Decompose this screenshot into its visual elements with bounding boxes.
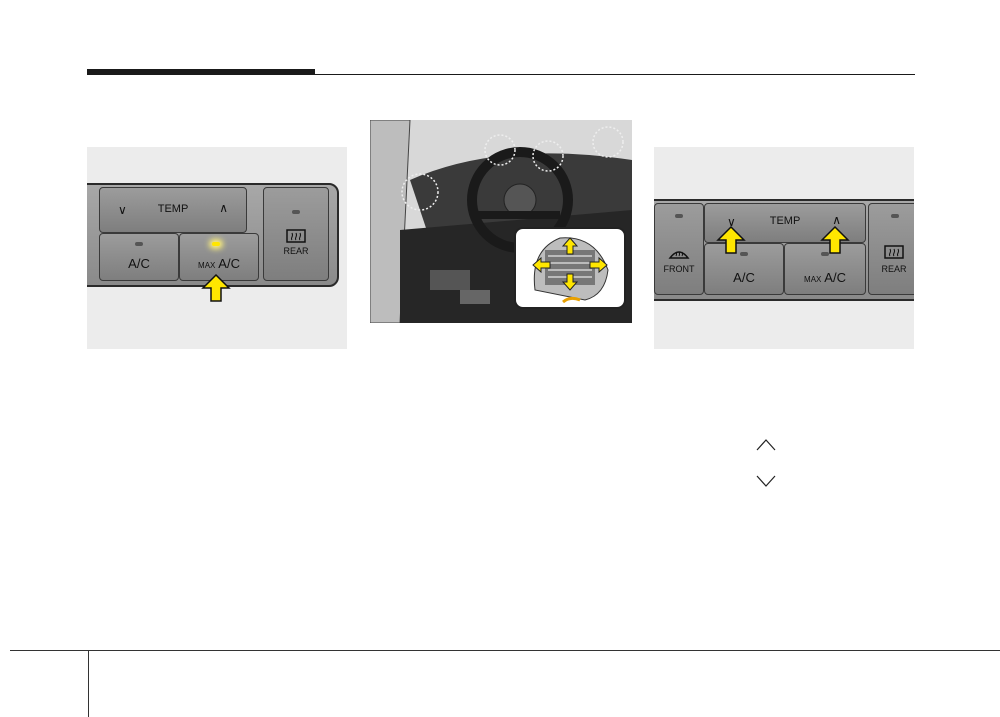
header-rule-thick (87, 69, 315, 75)
rear-defrost-button[interactable]: REAR (263, 187, 329, 281)
rear-led (292, 210, 300, 214)
rear-defrost-icon (884, 245, 904, 259)
max-ac-label: A/C (824, 270, 846, 285)
max-prefix: MAX (198, 261, 216, 270)
figure-dashboard-vents (370, 120, 632, 323)
chevron-up-icon: ∧ (219, 201, 228, 215)
footer-rule (10, 650, 1000, 651)
yellow-arrow-up-icon (716, 225, 746, 254)
figure-max-ac-panel: ∨ TEMP ∧ A/C MAX A/C REAR (87, 147, 347, 349)
ac-led (135, 242, 143, 246)
ac-label: A/C (128, 256, 150, 271)
front-label: FRONT (663, 264, 695, 274)
chevron-down-icon (756, 475, 776, 487)
temp-button[interactable]: ∨ TEMP ∧ (99, 187, 247, 233)
ac-label: A/C (733, 270, 755, 285)
ac-led (740, 252, 748, 256)
figure-temp-panel: FRONT ∨ TEMP ∧ A/C MAX A/C REAR (654, 147, 914, 349)
max-ac-button[interactable]: MAX A/C (784, 243, 866, 295)
rear-label: REAR (283, 246, 309, 256)
chevron-up-icon (756, 439, 776, 451)
header-rule-thin (87, 74, 915, 75)
max-ac-led (212, 242, 220, 246)
front-defrost-icon (668, 251, 690, 259)
temp-label: TEMP (157, 203, 189, 215)
chevron-up-icon: ∧ (832, 213, 841, 227)
yellow-arrow-up-icon (201, 273, 231, 302)
front-defrost-button[interactable]: FRONT (654, 203, 704, 295)
ac-button[interactable]: A/C (704, 243, 784, 295)
yellow-arrow-up-icon (820, 225, 850, 254)
rear-label: REAR (881, 264, 907, 274)
rear-led (891, 214, 899, 218)
front-led (675, 214, 683, 218)
max-ac-label: A/C (218, 256, 240, 271)
footer-divider (88, 650, 89, 717)
chevron-down-icon: ∨ (727, 215, 736, 229)
ac-button[interactable]: A/C (99, 233, 179, 281)
max-prefix: MAX (804, 275, 822, 284)
temp-label: TEMP (769, 215, 801, 227)
chevron-down-icon: ∨ (118, 203, 127, 217)
rear-defrost-button[interactable]: REAR (868, 203, 914, 295)
rear-defrost-icon (286, 229, 306, 243)
dashboard-illustration (370, 120, 632, 323)
max-ac-led (821, 252, 829, 256)
